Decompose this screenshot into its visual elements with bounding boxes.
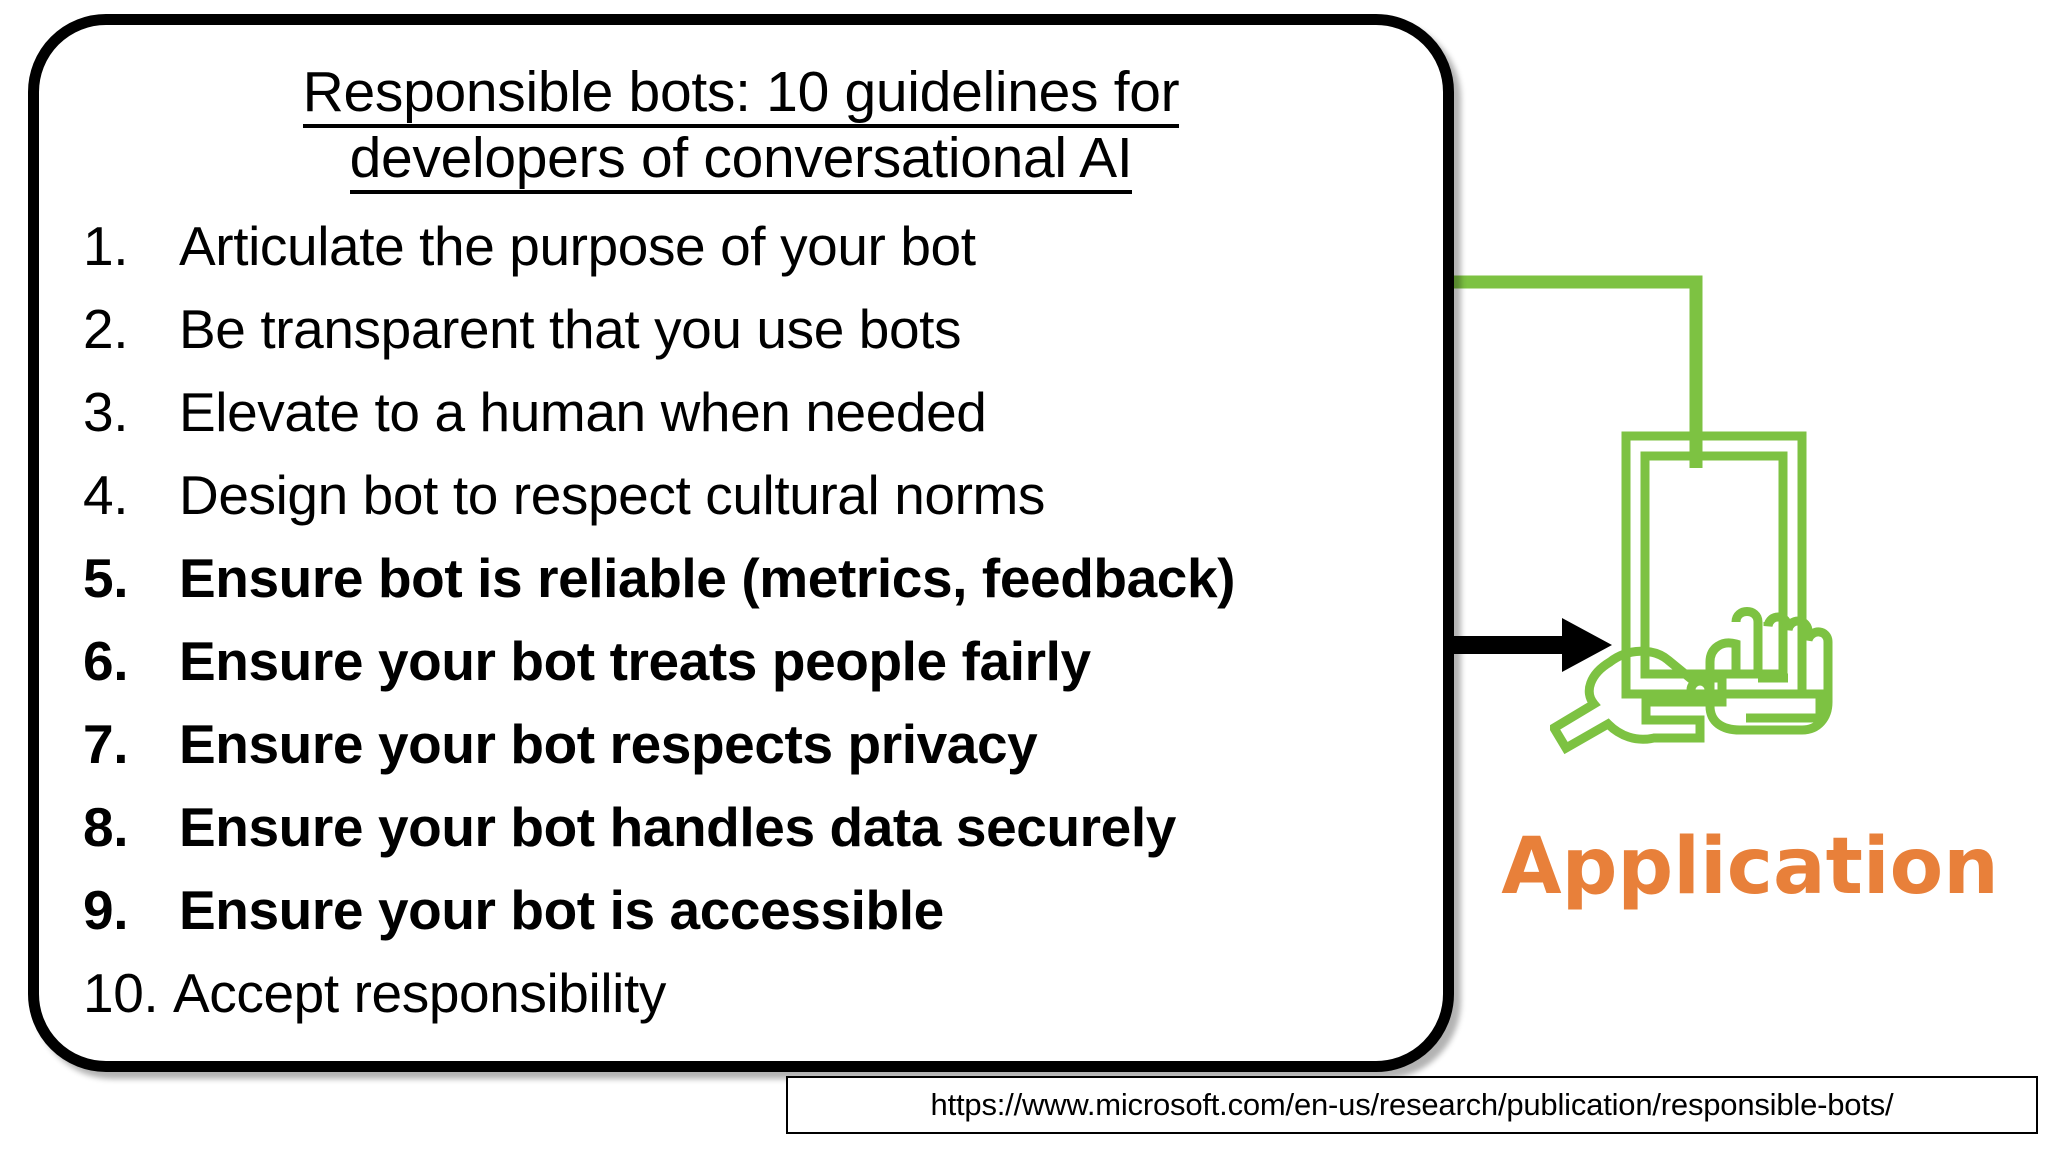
page-title-line-1: Responsible bots: 10 guidelines for bbox=[302, 60, 1180, 128]
page-title: Responsible bots: 10 guidelines for deve… bbox=[65, 59, 1417, 195]
list-item-text: Ensure bot is reliable (metrics, feedbac… bbox=[179, 547, 1236, 610]
list-item-text: Ensure your bot is accessible bbox=[179, 879, 944, 942]
list-item-text: Be transparent that you use bots bbox=[179, 298, 962, 361]
guidelines-panel: Responsible bots: 10 guidelines for deve… bbox=[28, 14, 1454, 1072]
page-title-line-2: developers of conversational AI bbox=[349, 126, 1133, 195]
list-item-text: Ensure your bot respects privacy bbox=[179, 713, 1038, 776]
list-item-number: 4. bbox=[83, 464, 129, 527]
list-item: 5. Ensure bot is reliable (metrics, feed… bbox=[83, 537, 1417, 620]
list-item: 6. Ensure your bot treats people fairly bbox=[83, 620, 1417, 703]
list-item-text: Articulate the purpose of your bot bbox=[179, 215, 976, 278]
list-item: 1. Articulate the purpose of your bot bbox=[83, 205, 1417, 288]
list-item: 8. Ensure your bot handles data securely bbox=[83, 786, 1417, 869]
list-item-text: Elevate to a human when needed bbox=[179, 381, 987, 444]
list-item: 10. Accept responsibility bbox=[83, 952, 1417, 1035]
list-item-number: 10. bbox=[83, 962, 159, 1025]
citation-url-text[interactable]: https://www.microsoft.com/en-us/research… bbox=[930, 1087, 1894, 1122]
list-item-text: Ensure your bot treats people fairly bbox=[179, 630, 1091, 693]
list-item-text: Ensure your bot handles data securely bbox=[179, 796, 1176, 859]
guidelines-list: 1. Articulate the purpose of your bot 2.… bbox=[65, 205, 1417, 1035]
hand-tapping-tablet-icon bbox=[1550, 431, 1833, 755]
application-label: Application bbox=[1501, 822, 1999, 912]
list-item: 2. Be transparent that you use bots bbox=[83, 288, 1417, 371]
list-item-number: 5. bbox=[83, 547, 129, 610]
list-item: 9. Ensure your bot is accessible bbox=[83, 869, 1417, 952]
list-item: 7. Ensure your bot respects privacy bbox=[83, 703, 1417, 786]
list-item: 3. Elevate to a human when needed bbox=[83, 371, 1417, 454]
guidelines-panel-inner: Responsible bots: 10 guidelines for deve… bbox=[39, 25, 1443, 1061]
list-item-number: 3. bbox=[83, 381, 129, 444]
list-item-text: Accept responsibility bbox=[173, 962, 666, 1025]
list-item: 4. Design bot to respect cultural norms bbox=[83, 454, 1417, 537]
list-item-number: 2. bbox=[83, 298, 129, 361]
application-block: Application bbox=[1470, 430, 2030, 950]
list-item-number: 7. bbox=[83, 713, 129, 776]
list-item-text: Design bot to respect cultural norms bbox=[179, 464, 1046, 527]
list-item-number: 8. bbox=[83, 796, 129, 859]
black-arrow-icon bbox=[1444, 618, 1612, 672]
list-item-number: 6. bbox=[83, 630, 129, 693]
list-item-number: 1. bbox=[83, 215, 129, 278]
list-item-number: 9. bbox=[83, 879, 129, 942]
citation-url-box[interactable]: https://www.microsoft.com/en-us/research… bbox=[786, 1076, 2038, 1134]
